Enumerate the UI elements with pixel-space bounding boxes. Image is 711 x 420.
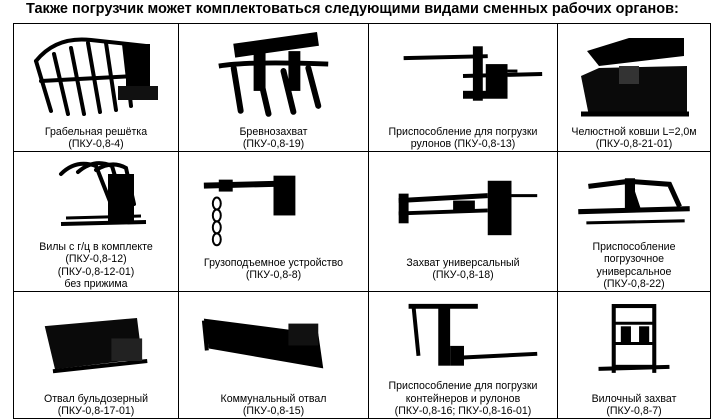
municipal-blade-icon: [179, 294, 368, 388]
attachment-name: Вилочный захват: [591, 392, 677, 405]
universal-loader-icon: [558, 154, 710, 239]
attachment-code: (ПКУ-0,8-18): [432, 268, 494, 281]
pitchfork-icon: [14, 154, 178, 239]
attachment-code-alt: (ПКУ-0,8-12-01): [57, 265, 135, 278]
attachment-code: (ПКУ-0,8-16; ПКУ-0,8-16-01): [394, 404, 532, 417]
attachment-code: (ПКУ-0,8-12): [65, 253, 127, 266]
attachment-name: Грузоподъемное устройство: [203, 256, 344, 269]
attachment-name: Приспособление для погрузки контейнеров …: [388, 380, 538, 405]
attachment-code: (ПКУ-0,8-4): [68, 137, 124, 150]
attachment-name: Вилы с г/ц в комплекте: [39, 241, 153, 254]
attachment-name: Приспособление для погрузки рулонов (ПКУ…: [388, 125, 538, 150]
attachment-code: (ПКУ-0,8-21-01): [595, 137, 673, 150]
container-attachment-icon: [369, 294, 557, 378]
attachment-code: (ПКУ-0,8-19): [242, 137, 305, 150]
hoist-crane-icon: [179, 154, 368, 257]
attachment-cell: Приспособление для погрузки рулонов (ПКУ…: [368, 23, 558, 152]
dozer-blade-icon: [14, 294, 178, 388]
attachments-table: Грабельная решётка (ПКУ-0,8-4) Бревнозах…: [13, 23, 711, 419]
bale-spear-icon: [369, 26, 557, 121]
attachment-code: (ПКУ-0,8-8): [245, 268, 302, 281]
attachment-code: (ПКУ-0,8-15): [242, 404, 305, 417]
attachment-code: (ПКУ-0,8-22): [603, 277, 665, 290]
attachment-cell: Коммунальный отвал (ПКУ-0,8-15): [178, 291, 369, 419]
attachment-cell: Челюстной ковши L=2,0м (ПКУ-0,8-21-01): [557, 23, 711, 152]
attachment-name: Грабельная решётка: [44, 125, 148, 138]
attachment-cell: Приспособление погрузочное универсальное…: [557, 151, 711, 292]
attachment-note: без прижима: [64, 277, 128, 290]
pallet-fork-icon: [558, 294, 710, 388]
jaw-bucket-icon: [558, 26, 710, 121]
attachment-code: (ПКУ-0,8-17-01): [57, 404, 135, 417]
attachment-cell: Приспособление для погрузки контейнеров …: [368, 291, 558, 419]
attachment-cell: Захват универсальный (ПКУ-0,8-18): [368, 151, 558, 292]
attachment-cell: Бревнозахват (ПКУ-0,8-19): [178, 23, 369, 152]
attachment-name: Приспособление погрузочное универсальное: [592, 241, 676, 278]
attachment-name: Челюстной ковши L=2,0м: [571, 125, 697, 138]
attachment-cell: Грузоподъемное устройство (ПКУ-0,8-8): [178, 151, 369, 292]
attachment-code: (ПКУ-0,8-7): [606, 404, 662, 417]
attachment-cell: Отвал бульдозерный (ПКУ-0,8-17-01): [13, 291, 179, 419]
attachment-cell: Грабельная решётка (ПКУ-0,8-4): [13, 23, 179, 152]
log-grab-icon: [179, 26, 368, 121]
universal-grab-icon: [369, 154, 557, 257]
page-title: Также погрузчик может комплектоваться сл…: [26, 1, 679, 17]
attachment-cell: Вилы с г/ц в комплекте (ПКУ-0,8-12) (ПКУ…: [13, 151, 179, 292]
attachment-cell: Вилочный захват (ПКУ-0,8-7): [557, 291, 711, 419]
rake-grille-icon: [14, 26, 178, 121]
attachment-name: Бревнозахват: [239, 125, 308, 138]
attachment-name: Захват универсальный: [406, 256, 520, 269]
attachment-name: Коммунальный отвал: [220, 392, 327, 405]
attachment-name: Отвал бульдозерный: [43, 392, 149, 405]
